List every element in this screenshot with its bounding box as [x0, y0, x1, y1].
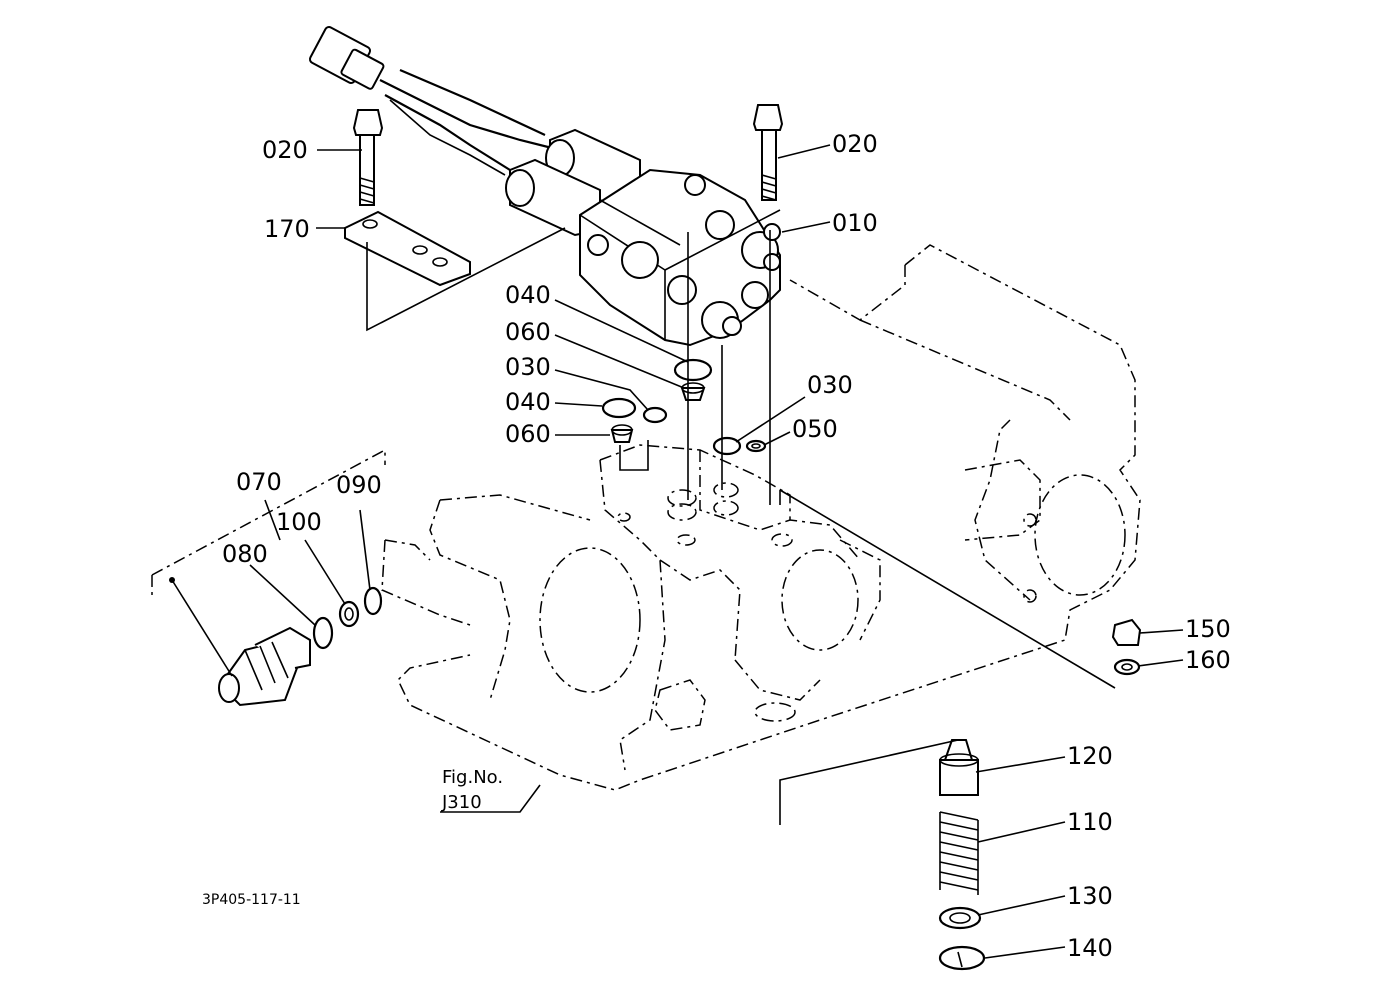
label-080: 080	[222, 540, 268, 568]
label-060-bottom: 060	[505, 420, 551, 448]
label-160: 160	[1185, 646, 1231, 674]
label-100: 100	[276, 508, 322, 536]
label-020-right: 020	[832, 130, 878, 158]
seals-group	[601, 358, 767, 456]
figure-reference-line1: Fig.No.	[442, 767, 503, 788]
check-valve-stack	[938, 739, 986, 971]
relief-valve-070	[151, 448, 386, 707]
leader-lines	[249, 144, 1184, 959]
part-labels: 020 020 170 010 040 060 030 040 060 030 …	[202, 130, 1231, 962]
label-030-left: 030	[505, 353, 551, 381]
label-170: 170	[264, 215, 310, 243]
label-050: 050	[792, 415, 838, 443]
assembly-lines	[619, 230, 1116, 825]
plug-150	[1111, 618, 1142, 676]
label-070: 070	[236, 468, 282, 496]
label-060-top: 060	[505, 318, 551, 346]
transmission-housing-outline	[381, 244, 1141, 791]
bolt-020-right	[752, 104, 784, 201]
label-110: 110	[1067, 808, 1113, 836]
label-040-bottom: 040	[505, 388, 551, 416]
plate-170	[344, 210, 566, 332]
label-140: 140	[1067, 934, 1113, 962]
label-090: 090	[336, 471, 382, 499]
label-040-top: 040	[505, 281, 551, 309]
label-030-right: 030	[807, 371, 853, 399]
label-130: 130	[1067, 882, 1113, 910]
wire-harness	[308, 26, 561, 187]
figure-reference-line2: J310	[441, 792, 482, 813]
label-020-left: 020	[262, 136, 308, 164]
label-120: 120	[1067, 742, 1113, 770]
label-010: 010	[832, 209, 878, 237]
bolt-020-left	[352, 109, 384, 206]
drawing-code: 3P405-117-11	[202, 892, 301, 908]
solenoid-valve-assembly	[505, 128, 781, 347]
label-150: 150	[1185, 615, 1231, 643]
